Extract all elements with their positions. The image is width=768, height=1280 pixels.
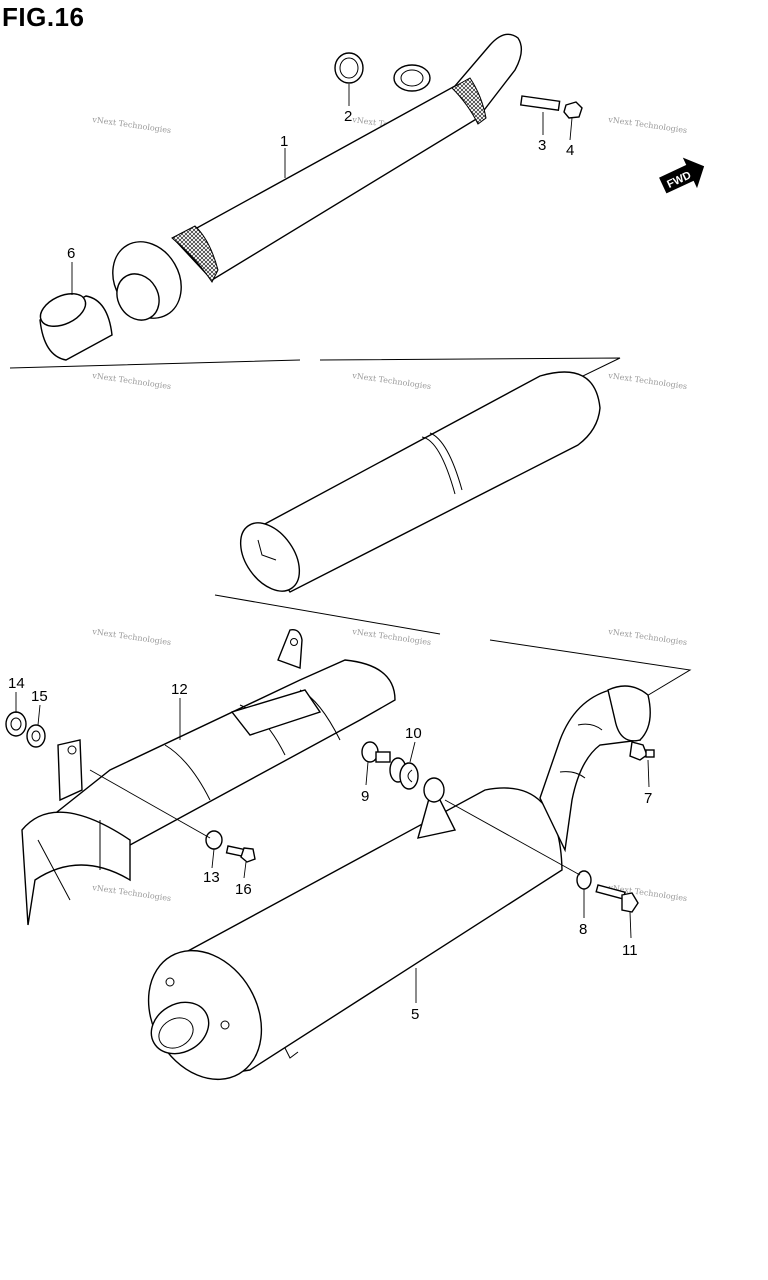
part-9-bolt	[361, 741, 391, 763]
part-3-stud	[519, 95, 561, 111]
callout-8: 8	[579, 921, 587, 938]
callout-16: 16	[235, 881, 252, 898]
watermark: vNext Technologies	[607, 371, 688, 391]
part-10-grommet	[389, 757, 419, 790]
part-12-heat-shield	[21, 629, 396, 926]
watermark: vNext Technologies	[91, 627, 172, 647]
callout-4: 4	[566, 142, 574, 159]
figure-title: FIG.16	[2, 2, 85, 32]
fwd-arrow-badge: FWD	[659, 157, 705, 194]
part-14-grommet	[5, 711, 27, 737]
callout-2: 2	[344, 108, 352, 125]
callout-9: 9	[361, 788, 369, 805]
part-8-washer	[576, 870, 592, 890]
callout-7: 7	[644, 790, 652, 807]
part-6-sleeve	[39, 293, 113, 361]
callout-5: 5	[411, 1006, 419, 1023]
part-5-muffler	[147, 685, 651, 1081]
callout-15: 15	[31, 688, 48, 705]
middle-pipe-section	[239, 371, 601, 593]
callout-11: 11	[622, 942, 638, 959]
watermark: vNext Technologies	[607, 627, 688, 647]
part-11-bolt	[595, 884, 639, 913]
part-7-bolt	[629, 741, 655, 761]
part-2-gasket	[334, 52, 364, 84]
callout-6: 6	[67, 245, 75, 262]
watermark: vNext Technologies	[351, 371, 432, 391]
callout-13: 13	[203, 869, 220, 886]
leader-lines	[15, 84, 650, 1003]
callout-14: 14	[8, 675, 25, 692]
callout-labels: 1 2 3 4 5 6 7 8 9 10 11 12 13 14 15 16	[8, 108, 652, 1023]
callout-1: 1	[280, 133, 288, 150]
watermark: vNext Technologies	[91, 883, 172, 903]
part-1-exhaust-pipe	[112, 33, 523, 321]
part-15-collar	[26, 724, 46, 748]
callout-3: 3	[538, 137, 546, 154]
watermark: vNext Technologies	[607, 115, 688, 135]
part-4-nut	[563, 101, 583, 119]
watermark: vNext Technologies	[91, 371, 172, 391]
part-13-washer	[205, 830, 223, 850]
part-16-bolt	[225, 845, 256, 863]
callout-12: 12	[171, 681, 188, 698]
callout-10: 10	[405, 725, 422, 742]
watermark: vNext Technologies	[91, 115, 172, 135]
fwd-label: FWD	[665, 169, 693, 190]
